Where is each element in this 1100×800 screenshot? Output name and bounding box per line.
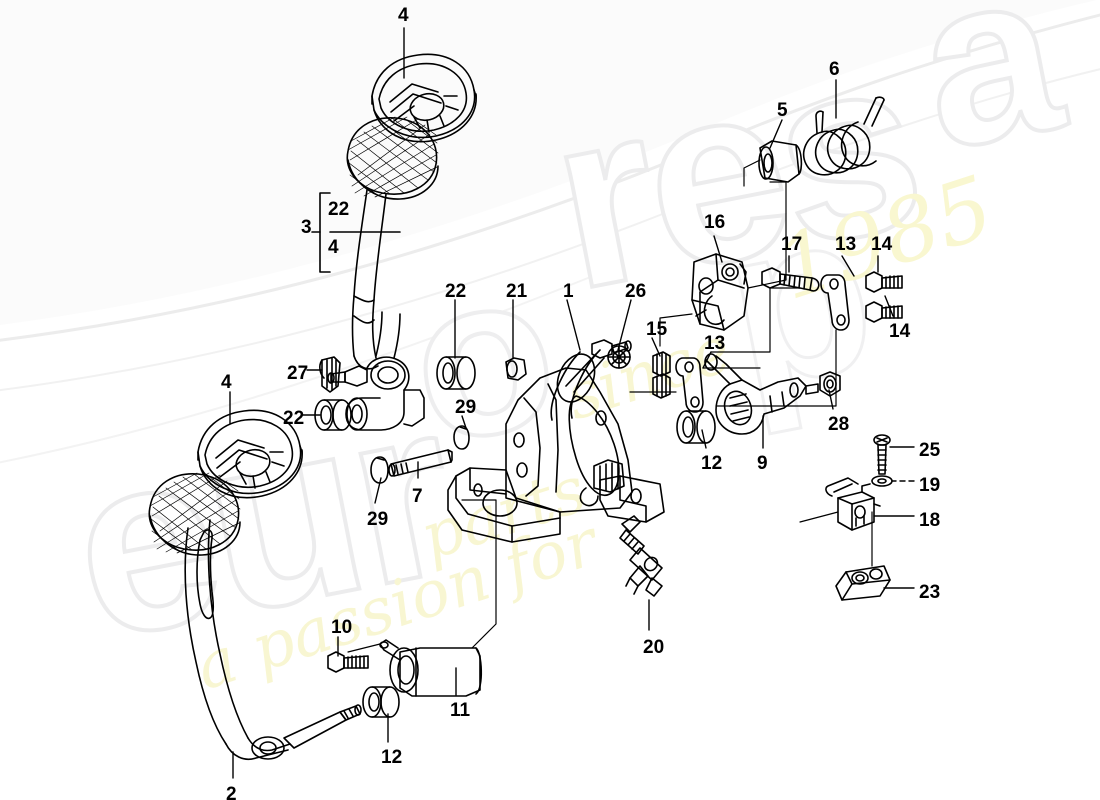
clip-15-lower <box>652 373 671 399</box>
callout-number: 29 <box>367 509 389 530</box>
nut-28 <box>819 371 841 397</box>
callout-number: 9 <box>757 453 768 474</box>
callout-number: 11 <box>450 700 471 721</box>
callout-number: 21 <box>506 281 528 302</box>
bushing-22-lower <box>314 399 352 431</box>
callout-number: 12 <box>381 747 403 768</box>
spacer-21 <box>505 357 527 381</box>
mounting-plate-23 <box>835 565 891 601</box>
callout-number: 22 <box>283 408 305 429</box>
pedal-pad-hatched-lower <box>148 472 241 556</box>
callout-number: 15 <box>646 319 668 340</box>
link-plate-13-lower <box>675 357 704 413</box>
pivot-shaft-7 <box>388 449 453 477</box>
callout-number: 13 <box>704 333 726 354</box>
callout-number: 4 <box>221 372 232 393</box>
callout-number: 22 <box>328 199 350 220</box>
return-spring-6 <box>802 96 885 176</box>
callout-number: 13 <box>835 234 857 255</box>
callout-number: 4 <box>398 5 409 26</box>
callout-number: 16 <box>704 212 726 233</box>
pedal-bracket-1 <box>447 339 665 543</box>
pivot-tube-11 <box>379 639 483 697</box>
callout-number: 6 <box>829 59 840 80</box>
callout-number: 20 <box>643 637 665 658</box>
group-line-13 <box>629 287 837 407</box>
bolt-10 <box>327 651 369 673</box>
bolt-26 <box>607 345 631 369</box>
callout-number: 14 <box>871 234 893 255</box>
callout-number: 1 <box>563 281 574 302</box>
link-plate-13-upper <box>820 274 850 331</box>
washer-19 <box>871 475 893 487</box>
callout-number: 19 <box>919 475 941 496</box>
callout-number: 25 <box>919 440 941 461</box>
callout-number: 28 <box>828 414 850 435</box>
callout-number: 5 <box>777 100 788 121</box>
callout-number: 10 <box>331 617 353 638</box>
group-bracket-3 <box>311 192 401 273</box>
pedal-arm-clutch <box>346 116 439 370</box>
bushing-22-mid <box>436 356 476 390</box>
callout-number: 29 <box>455 397 477 418</box>
circlip-29-lower <box>370 456 389 484</box>
screw-25 <box>873 434 891 475</box>
pedal-pad-lower <box>197 409 303 499</box>
bushing-12-lower <box>362 686 400 718</box>
callout-number: 12 <box>701 453 723 474</box>
clutch-pushrod-clevis <box>327 311 425 431</box>
bush-5 <box>758 140 803 183</box>
release-lever-9 <box>704 353 819 435</box>
callout-number: 18 <box>919 510 941 531</box>
callout-number: 17 <box>781 234 803 255</box>
pedal-arm-brake <box>184 519 362 760</box>
callout-number: 27 <box>287 363 309 384</box>
brake-light-switch-20 <box>619 515 663 597</box>
callout-number: 2 <box>226 784 237 800</box>
switch-18 <box>825 477 881 531</box>
callout-number: 14 <box>889 321 911 342</box>
bolt-14-lower <box>865 301 903 323</box>
callout-number: 3 <box>301 217 312 238</box>
retaining-clip-27 <box>319 356 341 393</box>
leader-lines <box>229 27 915 779</box>
pedal-pad-upper <box>371 53 477 143</box>
bushing-12-right <box>676 410 716 444</box>
bolt-14-upper <box>865 271 903 293</box>
clip-15-upper <box>652 351 671 377</box>
callout-number: 7 <box>412 486 423 507</box>
callout-number: 22 <box>445 281 467 302</box>
master-cylinder-16 <box>691 253 749 331</box>
callout-number: 26 <box>625 281 647 302</box>
callout-number: 23 <box>919 582 941 603</box>
callout-number: 4 <box>328 237 339 258</box>
circlip-29-upper <box>453 425 470 450</box>
